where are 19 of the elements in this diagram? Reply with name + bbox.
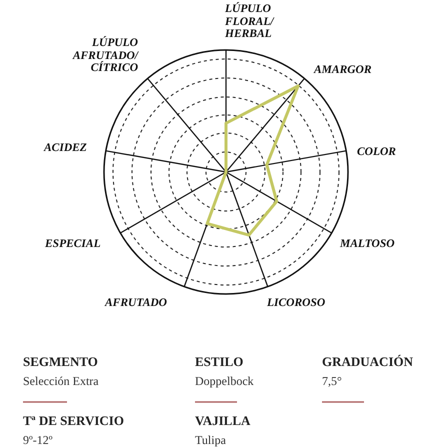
table-header: Tª DE SERVICIO [23,414,124,428]
table-header: SEGMENTO [23,355,98,370]
table-value: 7,5° [322,375,342,388]
table-header: ESTILO [195,355,244,370]
axis-label: COLOR [357,146,396,159]
table-header: VAJILLA [195,414,250,428]
axis-label: ACIDEZ [44,142,87,155]
axis-label: LÚPULO FLORAL/ HERBAL [225,3,274,41]
axis-label: LICOROSO [267,297,326,310]
axis-label: ESPECIAL [45,238,101,251]
table-header: GRADUACIÓN [322,355,413,370]
table-value: Selección Extra [23,375,99,388]
axis-label: MALTOSO [340,238,395,251]
table-value: 9º-12º [23,434,52,448]
table-value: Doppelbock [195,375,254,388]
axis-label: LÚPULO AFRUTADO/ CÍTRICO [72,37,138,75]
table-value: Tulipa [195,434,226,448]
axis-label: AFRUTADO [105,297,167,310]
axis-label: AMARGOR [314,64,372,77]
